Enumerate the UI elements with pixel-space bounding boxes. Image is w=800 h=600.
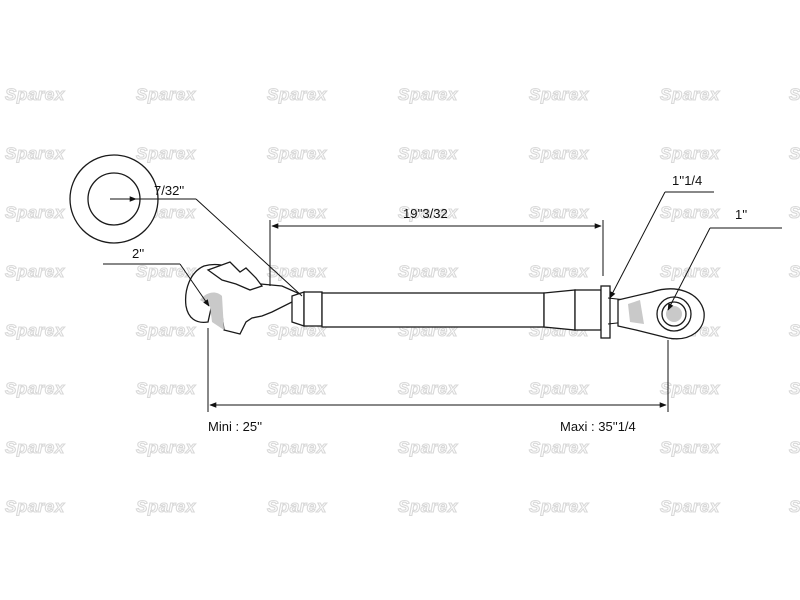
- watermark-logo: Sparex: [789, 497, 800, 516]
- watermark-logo: Sparex: [660, 379, 721, 398]
- watermark-logo: Sparex: [789, 144, 800, 163]
- thread-diameter-label: 1''1/4: [672, 173, 702, 188]
- max-length-label: Maxi : 35''1/4: [560, 419, 636, 434]
- watermark-logo: Sparex: [5, 379, 66, 398]
- watermark-logo: Sparex: [529, 438, 590, 457]
- watermark-logo: Sparex: [5, 203, 66, 222]
- dimension-lines: [103, 191, 782, 412]
- watermark-logo: Sparex: [136, 321, 197, 340]
- watermark-logo: Sparex: [136, 144, 197, 163]
- watermark-logo: Sparex: [5, 438, 66, 457]
- eye-end: [617, 288, 705, 340]
- watermark-logo: Sparex: [789, 262, 800, 281]
- dimension-labels: 7/32'' 2'' 19''3/32 1''1/4 1'' Mini : 25…: [132, 173, 747, 434]
- watermark-logo: Sparex: [398, 497, 459, 516]
- watermark-logo: Sparex: [660, 144, 721, 163]
- watermark-logo: Sparex: [267, 438, 328, 457]
- watermark-logo: Sparex: [5, 321, 66, 340]
- watermark-logo: Sparex: [398, 379, 459, 398]
- watermark-logo: Sparex: [660, 85, 721, 104]
- watermark-logo: Sparex: [267, 497, 328, 516]
- watermark-logo: Sparex: [398, 203, 459, 222]
- watermark-logo: Sparex: [529, 203, 590, 222]
- watermark-logo: Sparex: [5, 85, 66, 104]
- watermark-logo: Sparex: [398, 438, 459, 457]
- adjuster-tube: [291, 285, 627, 339]
- washer-thickness-label: 7/32'': [154, 183, 184, 198]
- watermark-logo: Sparex: [789, 321, 800, 340]
- watermark-logo: Sparex: [267, 144, 328, 163]
- watermark-logo: Sparex: [398, 262, 459, 281]
- watermark-logo: Sparex: [267, 85, 328, 104]
- watermark-logo: Sparex: [398, 144, 459, 163]
- watermark-logo: Sparex: [660, 262, 721, 281]
- watermark-logo: Sparex: [5, 144, 66, 163]
- watermark-logo: Sparex: [267, 262, 328, 281]
- watermark-logo: Sparex: [5, 262, 66, 281]
- watermark-logo: Sparex: [136, 438, 197, 457]
- watermark-logo: Sparex: [529, 144, 590, 163]
- watermark-logo: Sparex: [267, 203, 328, 222]
- washer-detail: [69, 154, 159, 244]
- watermark-logo: Sparex: [789, 203, 800, 222]
- watermark-logo: Sparex: [136, 262, 197, 281]
- eye-diameter-label: 1'': [735, 207, 747, 222]
- watermark-logo: Sparex: [789, 379, 800, 398]
- watermark-logo: Sparex: [529, 85, 590, 104]
- watermark-logo: Sparex: [136, 85, 197, 104]
- min-length-label: Mini : 25'': [208, 419, 262, 434]
- watermark-grid: SparexSparexSparexSparexSparexSparexSpar…: [4, 84, 800, 516]
- watermark-logo: Sparex: [529, 262, 590, 281]
- watermark-logo: Sparex: [660, 438, 721, 457]
- watermark-logo: Sparex: [660, 203, 721, 222]
- watermark-logo: Sparex: [5, 497, 66, 516]
- watermark-logo: Sparex: [398, 85, 459, 104]
- hook-size-label: 2'': [132, 246, 144, 261]
- tube-length-label: 19''3/32: [403, 206, 448, 221]
- watermark-logo: Sparex: [529, 497, 590, 516]
- watermark-logo: Sparex: [267, 379, 328, 398]
- watermark-logo: Sparex: [136, 497, 197, 516]
- watermark-logo: Sparex: [789, 438, 800, 457]
- watermark-logo: Sparex: [660, 497, 721, 516]
- watermark-logo: Sparex: [529, 379, 590, 398]
- watermark-logo: Sparex: [789, 85, 800, 104]
- watermark-logo: Sparex: [136, 379, 197, 398]
